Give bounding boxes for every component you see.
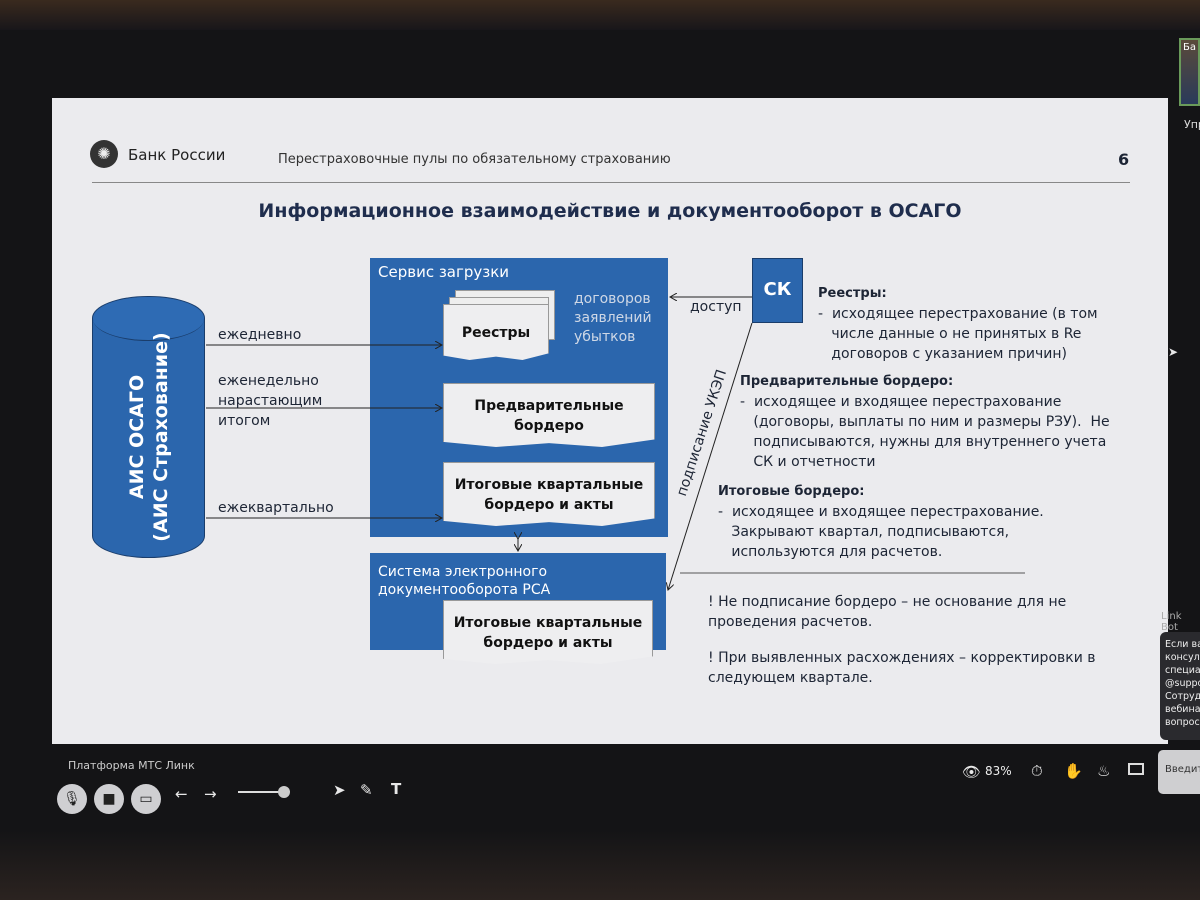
note-final: Итоговые бордеро:- исходящее и входящее …: [718, 484, 1044, 560]
diagram-arrows: [206, 98, 1025, 744]
timer-icon[interactable]: ⏱: [1031, 762, 1043, 780]
arrow-signing: [668, 322, 753, 590]
participant-video-name: Ба: [1183, 42, 1196, 53]
registry-types: договоров заявлений убытков: [574, 291, 652, 345]
chat-input[interactable]: Введите: [1158, 750, 1200, 794]
microphone-button[interactable]: 🎙: [57, 784, 87, 814]
note-prelim: Предварительные бордеро:- исходящее и вх…: [740, 374, 1110, 470]
upload-service-title: Сервис загрузки: [378, 263, 510, 281]
presentation-slide: ✺ Банк России Перестраховочные пулы по о…: [52, 98, 1168, 744]
cylinder-top: [93, 297, 204, 341]
mouse-cursor-icon: ➤: [1168, 345, 1179, 359]
slide-title: Информационное взаимодействие и документ…: [258, 200, 962, 222]
note-registries: Реестры:- исходящее перестрахование (в т…: [818, 286, 1098, 362]
background-top: [0, 0, 1200, 30]
bot-name: Link Bot: [1161, 611, 1182, 633]
upload-service-box: Сервис загрузки Реестры договоров заявле…: [370, 258, 668, 537]
edo-title: Система электронного документооборота РС…: [378, 564, 551, 598]
page-number: 6: [1118, 150, 1130, 169]
zoom-slider[interactable]: [238, 786, 290, 798]
bot-message: Если ваконсулспециа@suppoСотрудвебинарво…: [1160, 632, 1200, 740]
prev-slide-arrow-icon[interactable]: ←: [175, 785, 188, 803]
camera-button[interactable]: ■: [94, 784, 124, 814]
text-tool-icon[interactable]: T: [391, 780, 402, 798]
label-daily: ежедневно: [218, 327, 302, 343]
header-divider: [92, 182, 1130, 183]
fire-icon[interactable]: ♨: [1097, 762, 1111, 780]
ais-osago-cylinder: АИС ОСАГО (АИС Страхование): [92, 296, 205, 558]
participant-label: Упр: [1184, 118, 1200, 131]
participant-video[interactable]: Ба: [1179, 38, 1200, 106]
registries-doc: Реестры: [443, 304, 549, 360]
warning-1: ! Не подписание бордеро – не основание д…: [708, 594, 1067, 630]
raise-hand-icon[interactable]: ✋: [1064, 762, 1083, 780]
org-name: Банк России: [128, 146, 226, 164]
pencil-tool-icon[interactable]: ✎: [360, 781, 373, 799]
eye-icon: 👁: [962, 763, 982, 781]
platform-name: Платформа МТС Линк: [68, 759, 195, 772]
picture-in-picture-button[interactable]: [1128, 763, 1144, 775]
next-slide-arrow-icon[interactable]: →: [204, 785, 217, 803]
pointer-tool-icon[interactable]: ➤: [333, 781, 346, 799]
sk-box: СК: [752, 258, 803, 323]
label-quarterly: ежеквартально: [218, 500, 334, 516]
bank-logo-icon: ✺: [90, 140, 118, 168]
screen-share-button[interactable]: ▭: [131, 784, 161, 814]
background-bottom: [0, 830, 1200, 900]
attention-percent: 83%: [985, 764, 1012, 778]
slide-header: Перестраховочные пулы по обязательному с…: [278, 152, 671, 167]
zoom-slider-handle[interactable]: [278, 786, 290, 798]
warning-2: ! При выявленных расхождениях – корректи…: [708, 650, 1096, 686]
label-access: доступ: [690, 299, 742, 315]
